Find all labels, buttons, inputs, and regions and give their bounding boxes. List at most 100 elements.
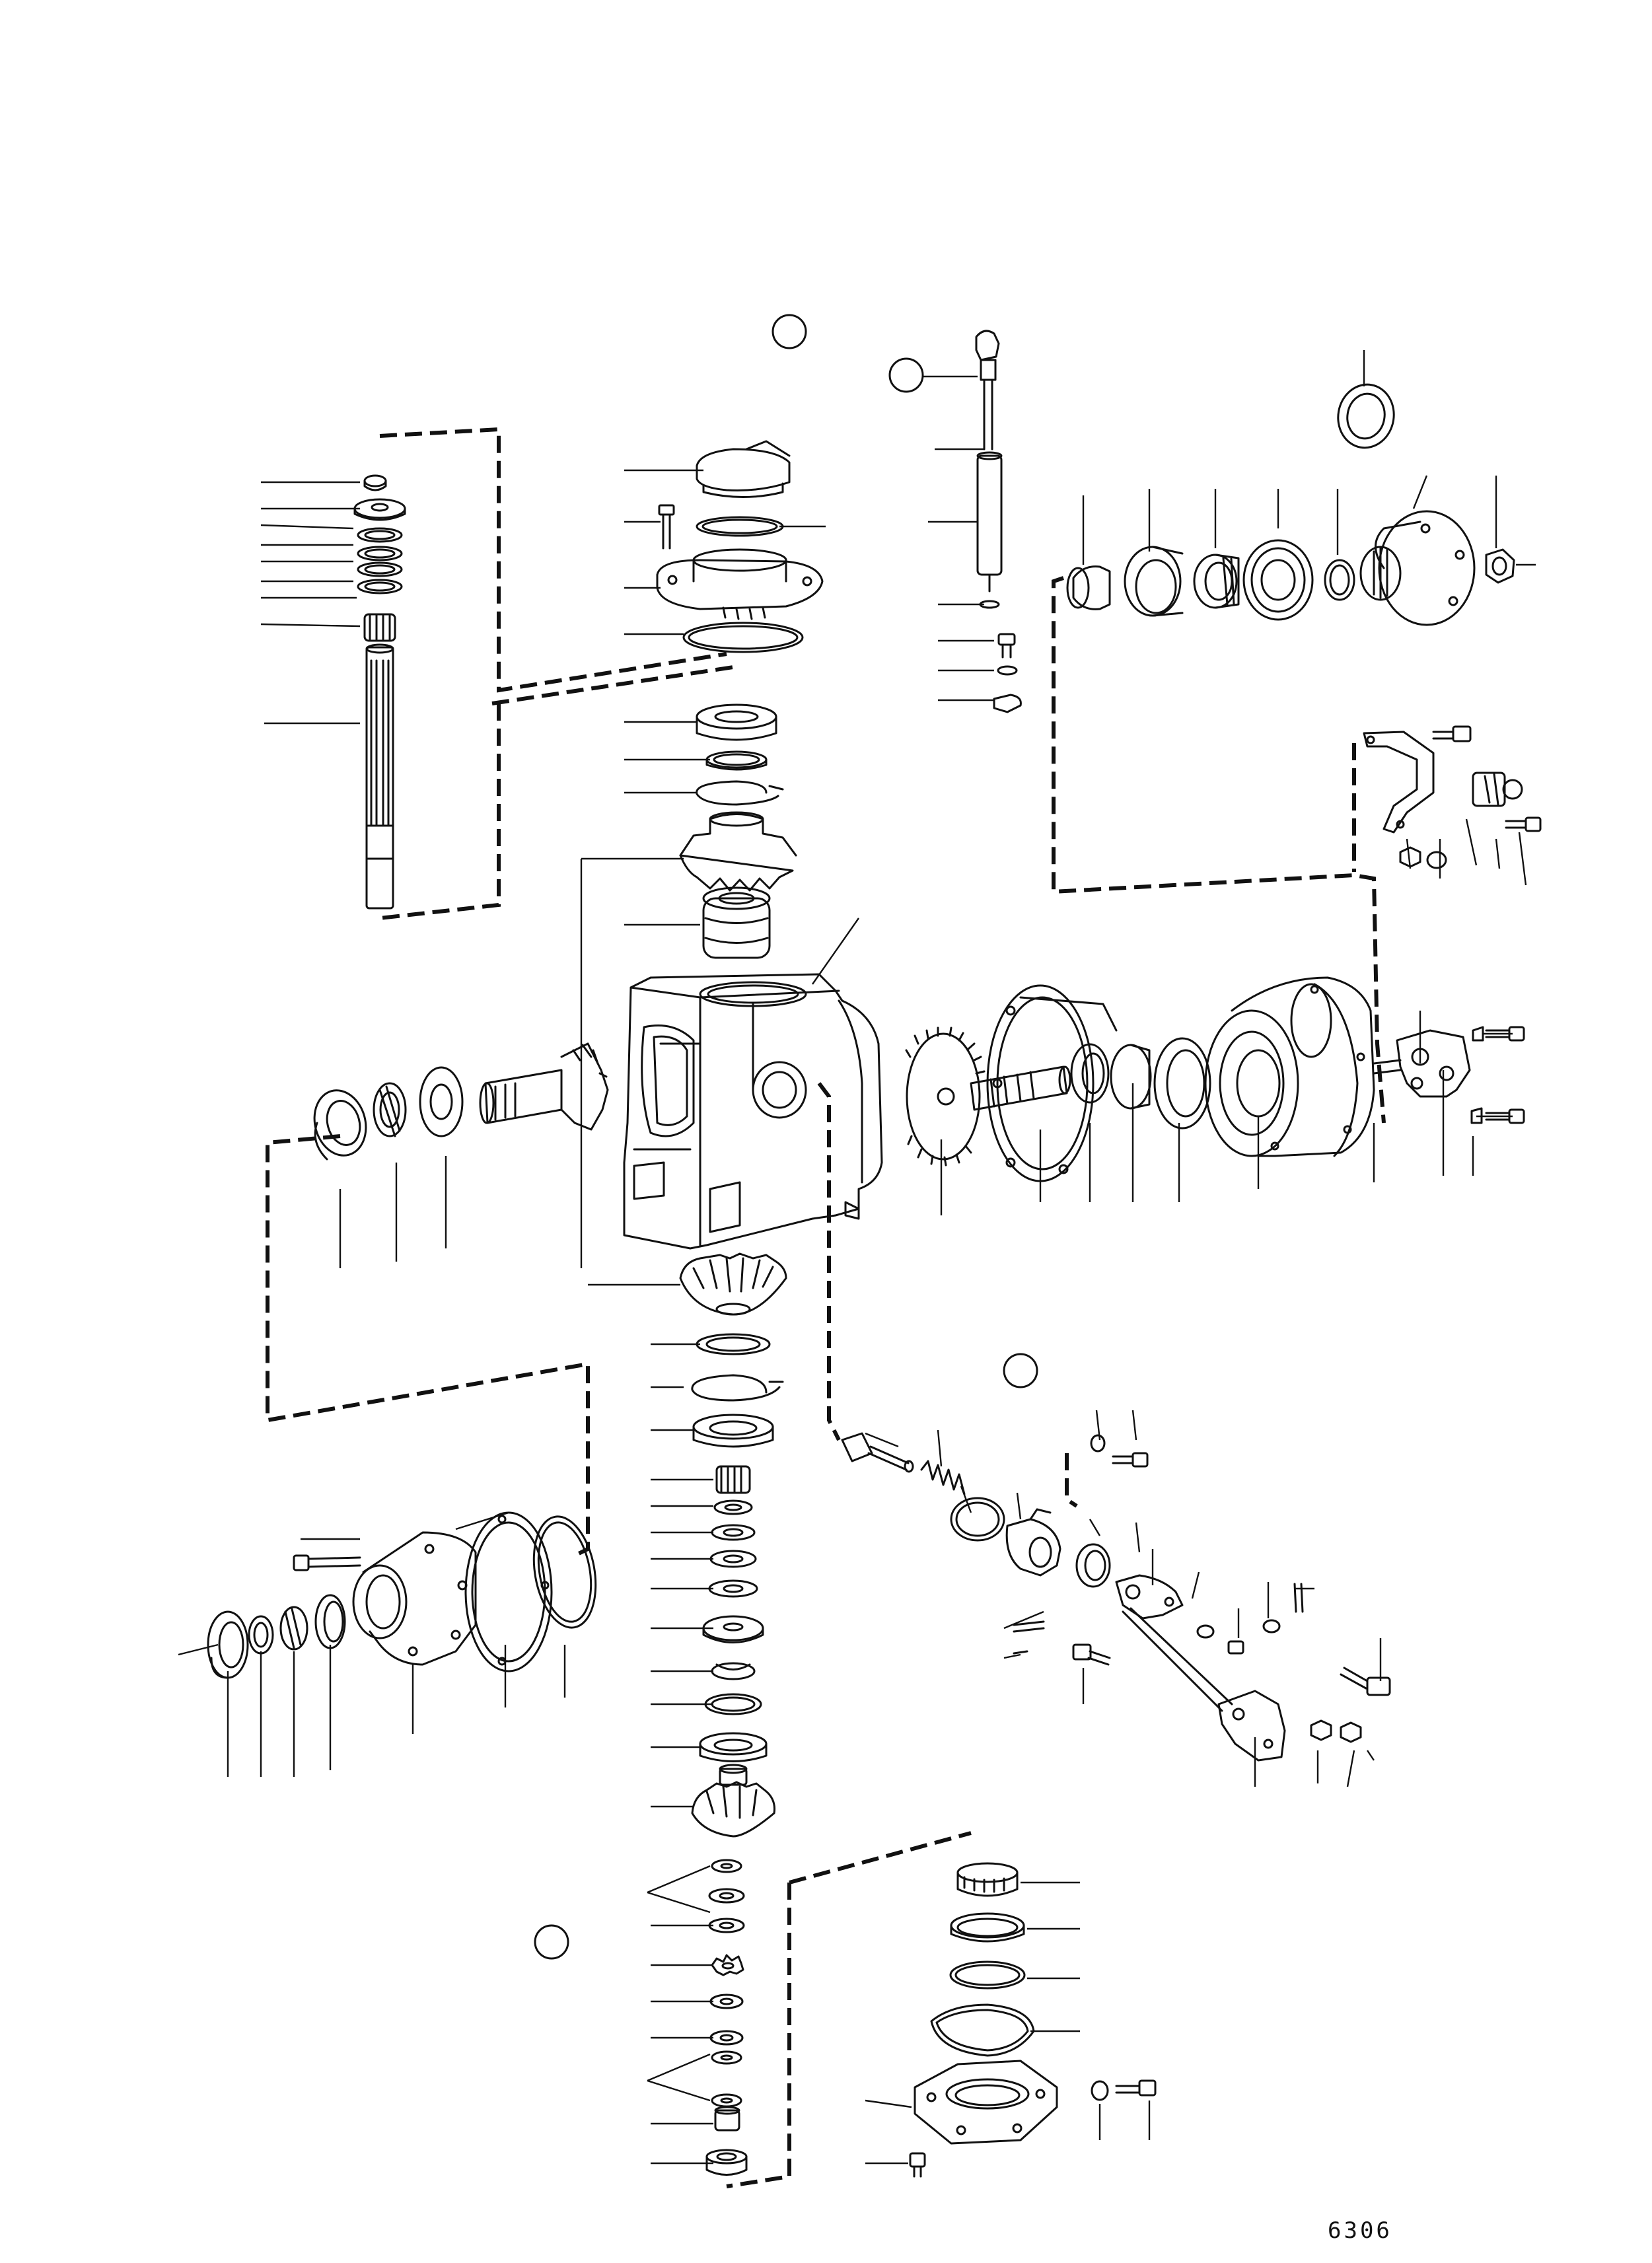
flange-spacer-sleeve: [1066, 565, 1111, 610]
cable-screw: [997, 633, 1016, 659]
shaft-nut: [363, 474, 387, 491]
lr-bearing-cup: [950, 1912, 1025, 1943]
lower-ball-bearing: [692, 1414, 774, 1448]
bracket-bolt: [1432, 725, 1472, 742]
upper-circlip: [696, 780, 784, 806]
flange-outer-race: [1124, 546, 1184, 617]
shift-housing: [1005, 1508, 1061, 1577]
shift-screw-cluster: [1196, 1583, 1391, 1696]
vertical-drive-shaft: [365, 643, 394, 910]
leader-lines: [178, 350, 1536, 2165]
top-cover-cap: [696, 440, 791, 498]
lower-circlip: [691, 1374, 784, 1402]
lr-shim: [949, 1960, 1026, 1990]
shift-o-ring: [950, 1497, 1005, 1542]
flange-taper-bearing: [1193, 554, 1240, 609]
shift-nut-2: [1340, 1721, 1362, 1743]
lower-snap-ring: [711, 1662, 756, 1680]
flange-seal-ring: [1337, 383, 1395, 449]
lower-small-washers: [708, 1859, 745, 1933]
lower-thrust-plate: [702, 1615, 764, 1643]
lower-flange-bolt: [293, 1554, 361, 1571]
sensor-bracket-assembly: [1363, 725, 1542, 869]
lower-pinion-gear: [691, 1764, 775, 1838]
switch-sensor: [1472, 772, 1523, 807]
top-cap-assembly: [656, 440, 824, 959]
sensor-screw: [1505, 816, 1542, 832]
left-pinion-assembly: [313, 1042, 609, 1161]
lr-cover-bolt: [909, 2152, 926, 2178]
right-side-cover-gasket: [986, 984, 1118, 1182]
shaft-thrust-washer: [353, 498, 406, 521]
top-housing-flange: [656, 548, 824, 620]
yoke-bolt-upper: [1472, 1026, 1525, 1042]
shift-nut-1: [1310, 1719, 1332, 1741]
lower-race: [314, 1594, 346, 1649]
flange-lock-nut: [1485, 548, 1515, 584]
output-coupling-flange: [1359, 510, 1476, 626]
lower-left-flange-assembly: [207, 1511, 597, 1679]
shift-pin: [841, 1432, 914, 1473]
callout-marker-top-center: [772, 314, 807, 349]
horizontal-pinion-shaft: [479, 1042, 609, 1131]
shift-housing-bolt: [1090, 1434, 1149, 1468]
lower-needle-bearing: [715, 1465, 751, 1494]
shift-lever-assembly: [841, 1432, 1391, 1762]
lower-seal: [207, 1610, 249, 1679]
cable-assembly: [975, 330, 1022, 713]
lower-star-washer: [711, 1954, 744, 1976]
lower-bearing-housing: [352, 1531, 477, 1666]
figure-number: 6306: [1328, 2217, 1392, 2244]
shaft-needle-bearing: [363, 613, 396, 642]
left-seal-ring: [313, 1089, 367, 1161]
assembly-guide-lines: [266, 427, 1386, 2188]
lower-right-bearing-stack: [909, 1862, 1157, 2178]
lower-o-ring: [532, 1515, 597, 1629]
left-thrust-washer: [419, 1066, 464, 1137]
lr-washer: [1091, 2080, 1109, 2101]
main-gear-housing: [623, 973, 883, 1250]
shaft-shim-stack: [357, 527, 403, 594]
lower-spacer-washers: [708, 1499, 758, 1598]
lower-lock-washers: [709, 1994, 744, 2108]
clutch-bell-housing: [1204, 976, 1375, 1157]
bracket-nut-1: [1399, 846, 1421, 868]
callout-marker-cable: [888, 357, 924, 393]
lr-side-bolt: [1115, 2079, 1157, 2097]
right-race: [1110, 1044, 1152, 1110]
lower-ball-bearing-2: [699, 1732, 768, 1762]
mounting-bracket: [1363, 731, 1435, 834]
lower-end-cap: [705, 2149, 748, 2176]
callout-marker-lever: [1003, 1353, 1038, 1388]
callout-markers: [534, 314, 1038, 1960]
upper-ball-bearing: [696, 703, 777, 741]
right-seal: [1153, 1037, 1211, 1130]
lower-shim-1: [696, 1333, 771, 1355]
shift-pivot-bolt: [1072, 1643, 1111, 1666]
flange-o-ring-small: [1324, 559, 1355, 601]
yoke-bolt-lower: [1470, 1107, 1525, 1124]
lr-bearing-cover: [914, 2060, 1058, 2145]
upper-shaft-assembly: [353, 474, 406, 910]
right-gear-shaft: [970, 1065, 1071, 1111]
shift-seal-ring: [1075, 1543, 1111, 1588]
shift-lever-arm: [1122, 1607, 1286, 1762]
output-flange-assembly: [1066, 383, 1515, 626]
right-gear-assembly: [905, 976, 1525, 1182]
flange-o-ring: [682, 622, 804, 653]
shift-yoke-assembly: [1373, 1029, 1471, 1098]
cable-washer: [979, 600, 1000, 609]
lower-shaft-stack: [679, 1252, 787, 2176]
shift-pins: [1013, 1620, 1045, 1655]
upper-shim: [705, 750, 768, 771]
lr-taper-bearing: [956, 1862, 1019, 1897]
lower-taper-bearing: [248, 1615, 274, 1655]
cable-end-fitting: [975, 330, 1000, 381]
shift-spring: [920, 1460, 966, 1495]
upper-pinion-roller-bearing: [702, 886, 771, 959]
lower-shim-2: [704, 1693, 762, 1715]
cable-clip: [993, 694, 1022, 713]
cap-o-ring: [696, 516, 784, 537]
shift-cover-plate: [1115, 1574, 1184, 1620]
